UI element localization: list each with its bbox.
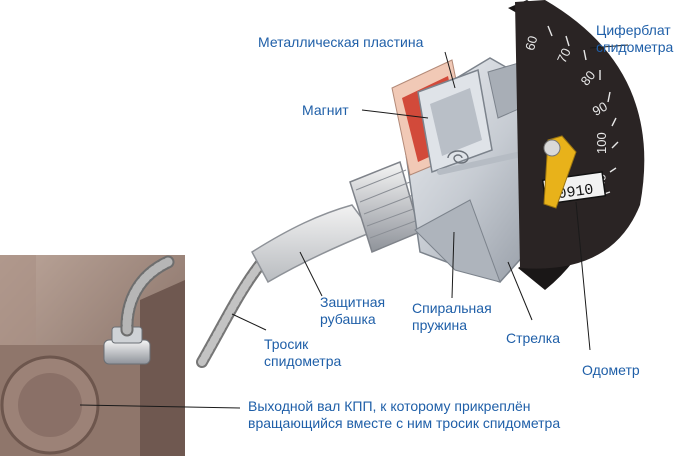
label-protective-jacket: Защитная рубашка	[320, 294, 386, 327]
dial-scale-70: 70	[554, 46, 574, 65]
dial-scale-100: 100	[594, 132, 609, 154]
dial-face: 60 70 80 90 100 110 10910	[508, 0, 645, 290]
label-gearbox-shaft: Выходной вал КПП, к которому прикреплён …	[248, 398, 561, 431]
label-speedometer-cable: Тросик спидометра	[264, 336, 342, 369]
dial-scale-60: 60	[522, 34, 540, 52]
label-dial: Циферблат спидометра	[596, 22, 674, 55]
protective-jacket	[251, 204, 374, 284]
dial-scale-90: 90	[590, 99, 610, 119]
label-magnet: Магнит	[302, 102, 349, 118]
label-metal-plate: Металлическая пластина	[258, 34, 424, 50]
leader-lines	[79, 44, 629, 409]
gearbox-housing	[0, 255, 185, 456]
label-needle: Стрелка	[506, 330, 561, 346]
spiral-spring-icon	[447, 150, 469, 164]
label-spiral-spring: Спиральная пружина	[412, 300, 492, 333]
threaded-nut	[349, 160, 421, 254]
label-odometer: Одометр	[582, 362, 640, 378]
